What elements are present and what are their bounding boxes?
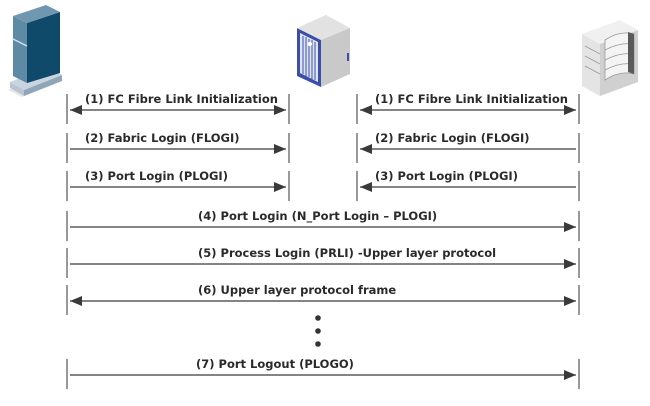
message-label: (1) FC Fibre Link Initialization	[85, 92, 278, 106]
arrowhead-right	[274, 144, 286, 154]
continuation-dots	[315, 315, 321, 347]
message-m2a: (2) Fabric Login (FLOGI)	[66, 131, 290, 163]
arrowhead-left	[360, 105, 372, 115]
message-m6: (6) Upper layer protocol frame	[66, 283, 580, 315]
arrowhead-right	[564, 370, 576, 380]
arrowhead-left	[70, 105, 82, 115]
arrowhead-left	[360, 182, 372, 192]
message-m3b: (3) Port Login (PLOGI)	[356, 169, 580, 201]
server-tower-icon	[8, 5, 62, 97]
fc-switch-icon	[297, 15, 350, 87]
message-m7: (7) Port Logout (PLOGO)	[66, 357, 580, 389]
arrowhead-right	[564, 259, 576, 269]
arrowhead-right	[274, 105, 286, 115]
message-label: (2) Fabric Login (FLOGI)	[85, 131, 240, 145]
message-label: (1) FC Fibre Link Initialization	[375, 92, 568, 106]
message-m3a: (3) Port Login (PLOGI)	[66, 169, 290, 201]
arrowhead-left	[360, 144, 372, 154]
message-label: (3) Port Login (PLOGI)	[85, 169, 228, 183]
message-m4: (4) Port Login (N_Port Login – PLOGI)	[66, 209, 580, 241]
message-label: (2) Fabric Login (FLOGI)	[375, 131, 530, 145]
message-m5: (5) Process Login (PRLI) -Upper layer pr…	[66, 246, 580, 278]
message-m2b: (2) Fabric Login (FLOGI)	[356, 131, 580, 163]
arrowhead-left	[70, 296, 82, 306]
message-label: (3) Port Login (PLOGI)	[375, 169, 518, 183]
storage-array-icon	[582, 20, 638, 96]
message-list: (1) FC Fibre Link Initialization (1) FC F…	[66, 92, 580, 389]
arrowhead-right	[564, 222, 576, 232]
message-m1a: (1) FC Fibre Link Initialization	[66, 92, 290, 124]
message-m1b: (1) FC Fibre Link Initialization	[356, 92, 580, 124]
message-label: (5) Process Login (PRLI) -Upper layer pr…	[198, 246, 496, 260]
message-label: (7) Port Logout (PLOGO)	[196, 357, 354, 371]
arrowhead-right	[274, 182, 286, 192]
message-label: (6) Upper layer protocol frame	[198, 283, 396, 297]
arrowhead-right	[564, 296, 576, 306]
message-label: (4) Port Login (N_Port Login – PLOGI)	[198, 209, 437, 224]
arrowhead-right	[564, 105, 576, 115]
